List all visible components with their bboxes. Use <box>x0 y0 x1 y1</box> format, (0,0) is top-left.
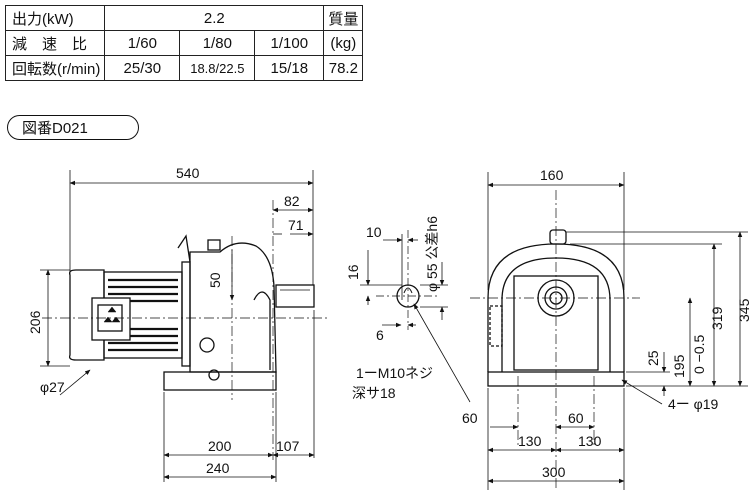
side-view <box>42 200 330 460</box>
dim-60-left: 60 <box>462 410 478 426</box>
dim-25: 25 <box>645 350 661 366</box>
tap-spec: 1ーM10ネジ <box>356 365 433 381</box>
spec-table: 出力(kW) 2.2 質量 減 速 比 1/60 1/80 1/100 (kg)… <box>4 5 364 81</box>
speed-1: 25/30 <box>104 55 181 81</box>
dim-206: 206 <box>27 310 43 334</box>
keyway <box>403 287 413 294</box>
drawing-number-badge: 図番D021 <box>7 115 139 140</box>
dim-50: 50 <box>207 272 223 288</box>
drain-plug <box>199 337 215 353</box>
output-value: 2.2 <box>104 5 325 31</box>
dim-82: 82 <box>284 193 300 209</box>
mass-value: 78.2 <box>323 55 364 81</box>
ratio-label: 減 速 比 <box>4 30 106 56</box>
dim-540: 540 <box>176 165 200 181</box>
bolt-head <box>208 369 220 381</box>
front-view <box>470 190 640 488</box>
oil-plug <box>207 239 221 251</box>
lifting-tab <box>177 234 191 263</box>
speed-label: 回転数(r/min) <box>4 55 106 81</box>
dim-6: 6 <box>376 327 384 343</box>
dim-71: 71 <box>288 217 304 233</box>
dim-130-right: 130 <box>578 433 602 449</box>
side-dimensions <box>40 170 315 482</box>
dim-tolerance: 0 −0.5 <box>691 334 707 374</box>
shaft-end-view <box>360 230 471 403</box>
dim-195: 195 <box>671 354 687 378</box>
dim-319: 319 <box>709 306 725 330</box>
output-label: 出力(kW) <box>4 5 106 31</box>
dim-phi27: φ27 <box>40 379 65 395</box>
eye-bolt <box>549 229 567 245</box>
dim-300: 300 <box>542 464 566 480</box>
dim-16: 16 <box>345 264 361 280</box>
front-dimensions <box>487 172 748 490</box>
gear-housing <box>189 242 277 373</box>
dim-10: 10 <box>366 224 382 240</box>
base-foot <box>163 371 277 391</box>
dim-shaft-diameter: φ 55 公差h6 <box>424 216 440 292</box>
speed-3: 15/18 <box>254 55 325 81</box>
housing-rib <box>253 291 271 370</box>
dim-107: 107 <box>276 438 300 454</box>
holes-spec: 4ー φ19 <box>668 396 719 412</box>
dim-200: 200 <box>208 438 232 454</box>
tap-depth: 深サ18 <box>352 385 396 401</box>
output-shaft <box>275 284 315 308</box>
ratio-3: 1/100 <box>254 30 325 56</box>
mass-unit: (kg) <box>323 30 364 56</box>
motor-flange <box>181 261 191 367</box>
dim-345: 345 <box>736 298 752 322</box>
dim-240: 240 <box>206 460 230 476</box>
speed-2: 18.8/22.5 <box>179 55 256 81</box>
dim-60-right: 60 <box>568 410 584 426</box>
dim-160: 160 <box>540 167 564 183</box>
side-hatch <box>489 305 503 347</box>
dim-130-left: 130 <box>518 433 542 449</box>
